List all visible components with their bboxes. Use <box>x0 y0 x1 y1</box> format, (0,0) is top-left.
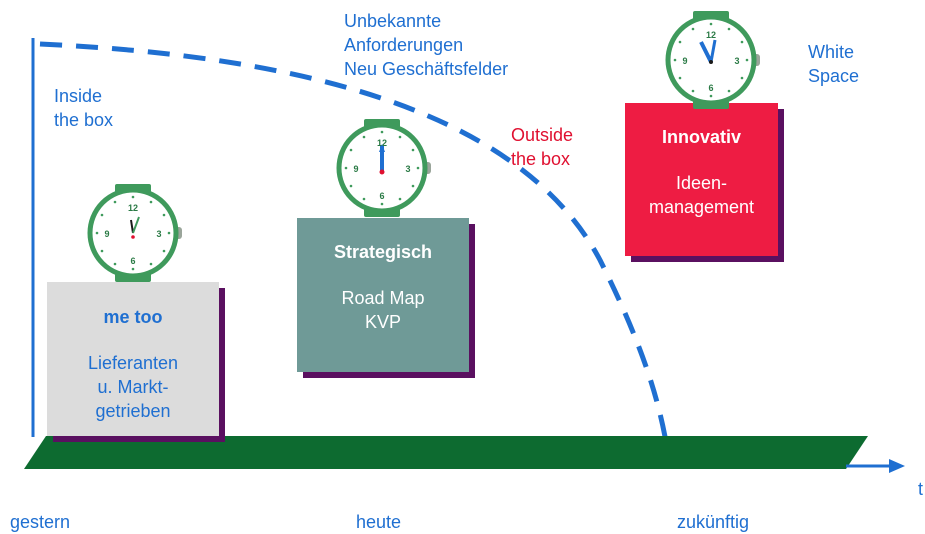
clock-icon-innovativ <box>668 11 760 109</box>
unknown-requirements-label: Unbekannte Anforderungen Neu Geschäftsfe… <box>344 11 509 79</box>
clock-icon-strategisch <box>339 119 431 217</box>
outside-the-box-label: Outside the box <box>511 125 574 169</box>
timeline-gestern: gestern <box>10 512 71 532</box>
time-arrow-head <box>889 459 905 473</box>
metoo-body: Lieferanten u. Markt- getrieben <box>87 353 179 421</box>
strategisch-box <box>297 218 469 372</box>
metoo-title: me too <box>103 307 163 327</box>
clock-icon-metoo <box>90 184 182 282</box>
innovativ-box <box>625 103 778 256</box>
metoo-box-content: me too Lieferanten u. Markt- getrieben <box>47 305 219 423</box>
timeline-heute: heute <box>356 512 402 532</box>
innovativ-title: Innovativ <box>661 127 741 147</box>
boundary-dashed-curve <box>39 41 669 443</box>
timeline-ground <box>24 436 868 469</box>
strategisch-title: Strategisch <box>333 242 433 262</box>
time-axis-label: t <box>918 479 924 499</box>
inside-the-box-label: Inside the box <box>54 86 114 130</box>
strategisch-box-content: Strategisch Road Map KVP <box>297 240 469 334</box>
innovativ-body: Ideen- management <box>648 173 755 217</box>
innovativ-box-content: Innovativ Ideen- management <box>625 125 778 219</box>
metoo-box <box>47 282 219 436</box>
timeline-zukuenftig: zukünftig <box>677 512 750 532</box>
white-space-label: White Space <box>808 42 860 86</box>
strategisch-body: Road Map KVP <box>341 288 425 332</box>
